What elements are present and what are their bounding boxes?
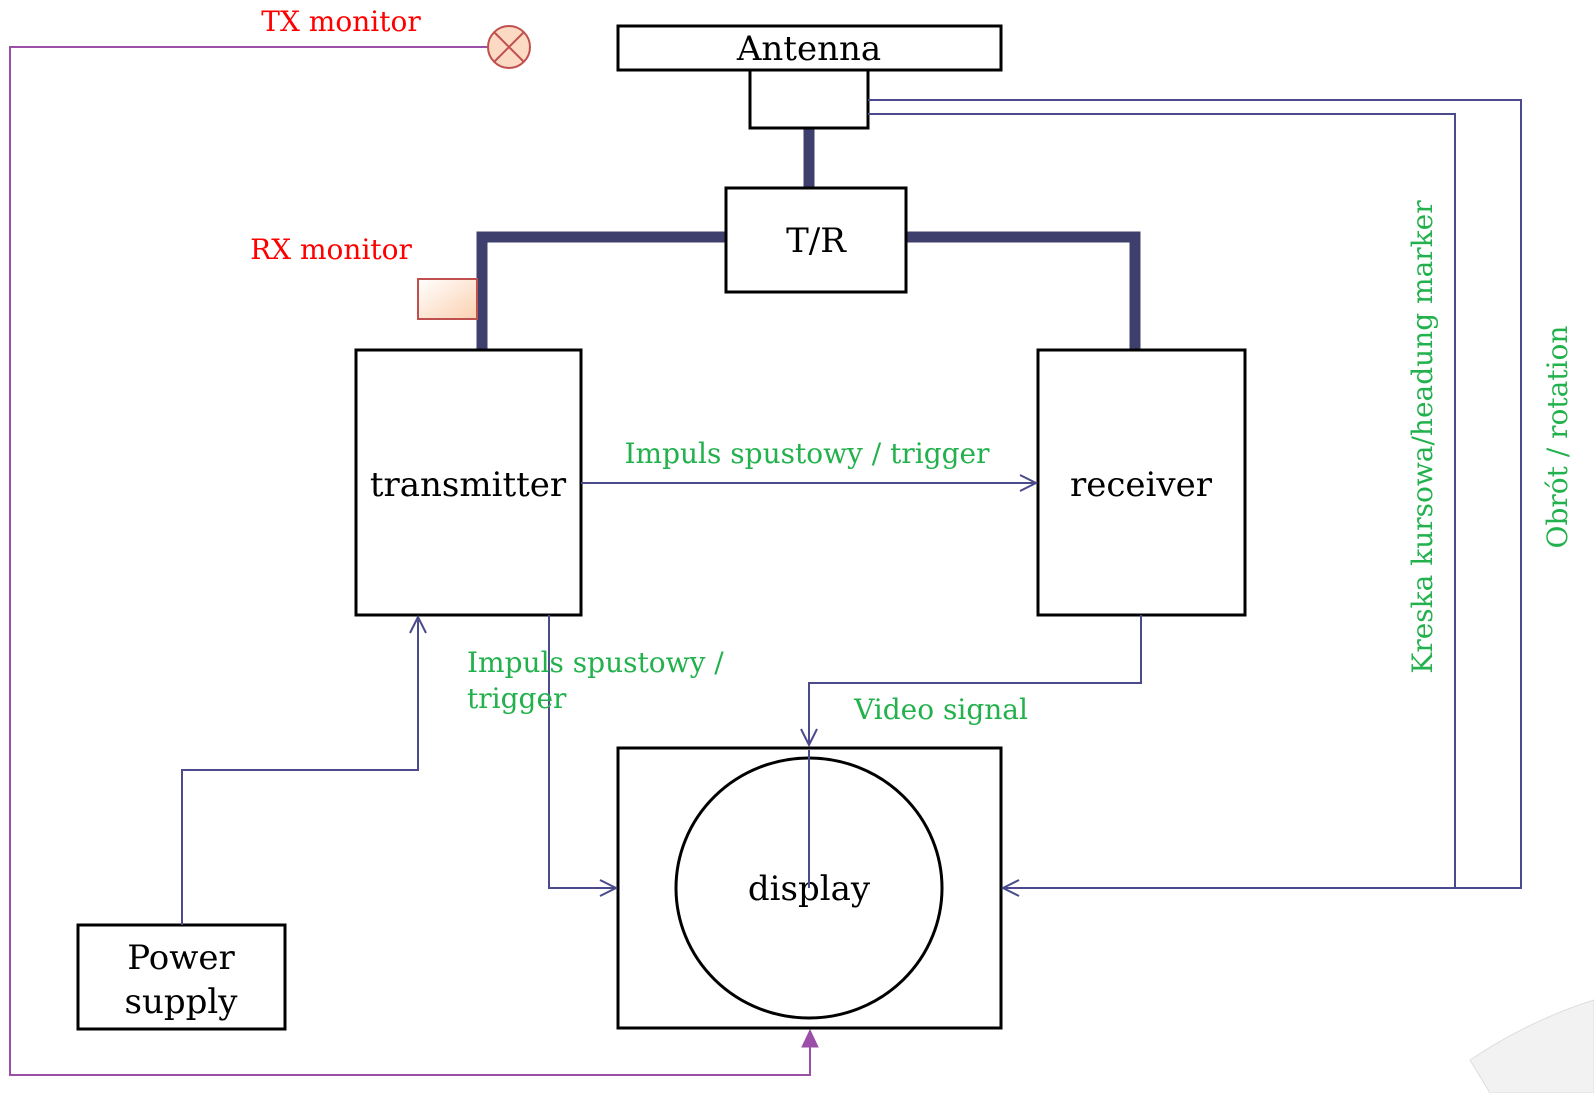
power-supply-label-line1: Power (127, 938, 235, 978)
power-line (181, 617, 418, 925)
decorative-swoosh (1469, 999, 1594, 1094)
receiver-label: receiver (1070, 465, 1213, 505)
signal-lines (181, 99, 1522, 925)
waveguide-tr-receiver (906, 231, 1141, 350)
transmitter-block: transmitter (354, 348, 583, 617)
heading-marker-line (868, 113, 1456, 888)
tr-label: T/R (786, 221, 847, 261)
power-supply-block: Power supply (76, 923, 287, 1031)
waveguides (476, 128, 1141, 350)
power-supply-label-line2: supply (125, 982, 239, 1022)
rx-monitor-label: RX monitor (250, 233, 412, 266)
rotation-label: Obrót / rotation (1541, 326, 1574, 549)
lamp-icon (487, 25, 531, 69)
rotation-line (868, 99, 1522, 888)
antenna-label: Antenna (736, 29, 881, 69)
trigger-vertical-label-line1: Impuls spustowy / (467, 646, 724, 679)
transmitter-label: transmitter (370, 465, 567, 505)
trigger-horizontal-label: Impuls spustowy / trigger (624, 437, 990, 470)
coupler-icon (417, 278, 478, 320)
antenna-pedestal (748, 68, 870, 130)
tr-switch-block: T/R (724, 186, 908, 294)
antenna-block: Antenna (616, 24, 1003, 72)
receiver-block: receiver (1036, 348, 1247, 617)
video-signal-label: Video signal (853, 693, 1028, 726)
tx-monitor-label: TX monitor (261, 5, 421, 38)
video-signal-line (809, 615, 1142, 745)
tx-monitor-line (9, 46, 810, 1076)
waveguide-tr-transmitter (476, 231, 726, 350)
heading-marker-label: Kreska kursowa/headung marker (1406, 200, 1439, 674)
trigger-line-tx-display (548, 615, 616, 888)
trigger-vertical-label-line2: trigger (467, 682, 567, 715)
